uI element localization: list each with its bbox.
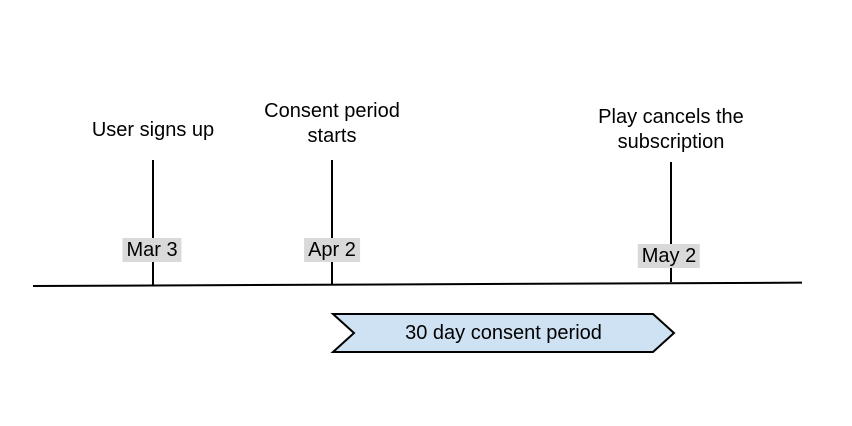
timeline-tick-may-2 bbox=[670, 162, 672, 282]
consent-period-banner-label: 30 day consent period bbox=[405, 322, 602, 344]
consent-period-banner: 30 day consent period bbox=[330, 313, 676, 353]
timeline-tick-apr-2 bbox=[331, 160, 333, 285]
event-label-user-signs-up: User signs up bbox=[91, 119, 215, 141]
timeline-axis bbox=[32, 281, 802, 287]
timeline-tick-mar-3 bbox=[152, 160, 154, 285]
date-chip-mar-3: Mar 3 bbox=[122, 238, 182, 262]
date-chip-may-2: May 2 bbox=[637, 244, 701, 268]
date-chip-apr-2: Apr 2 bbox=[304, 238, 360, 262]
chevron-ribbon-shape bbox=[330, 313, 676, 353]
event-label-play-cancels-subscription: Play cancels the subscription bbox=[598, 106, 744, 153]
event-label-consent-period-starts: Consent period starts bbox=[264, 100, 400, 147]
